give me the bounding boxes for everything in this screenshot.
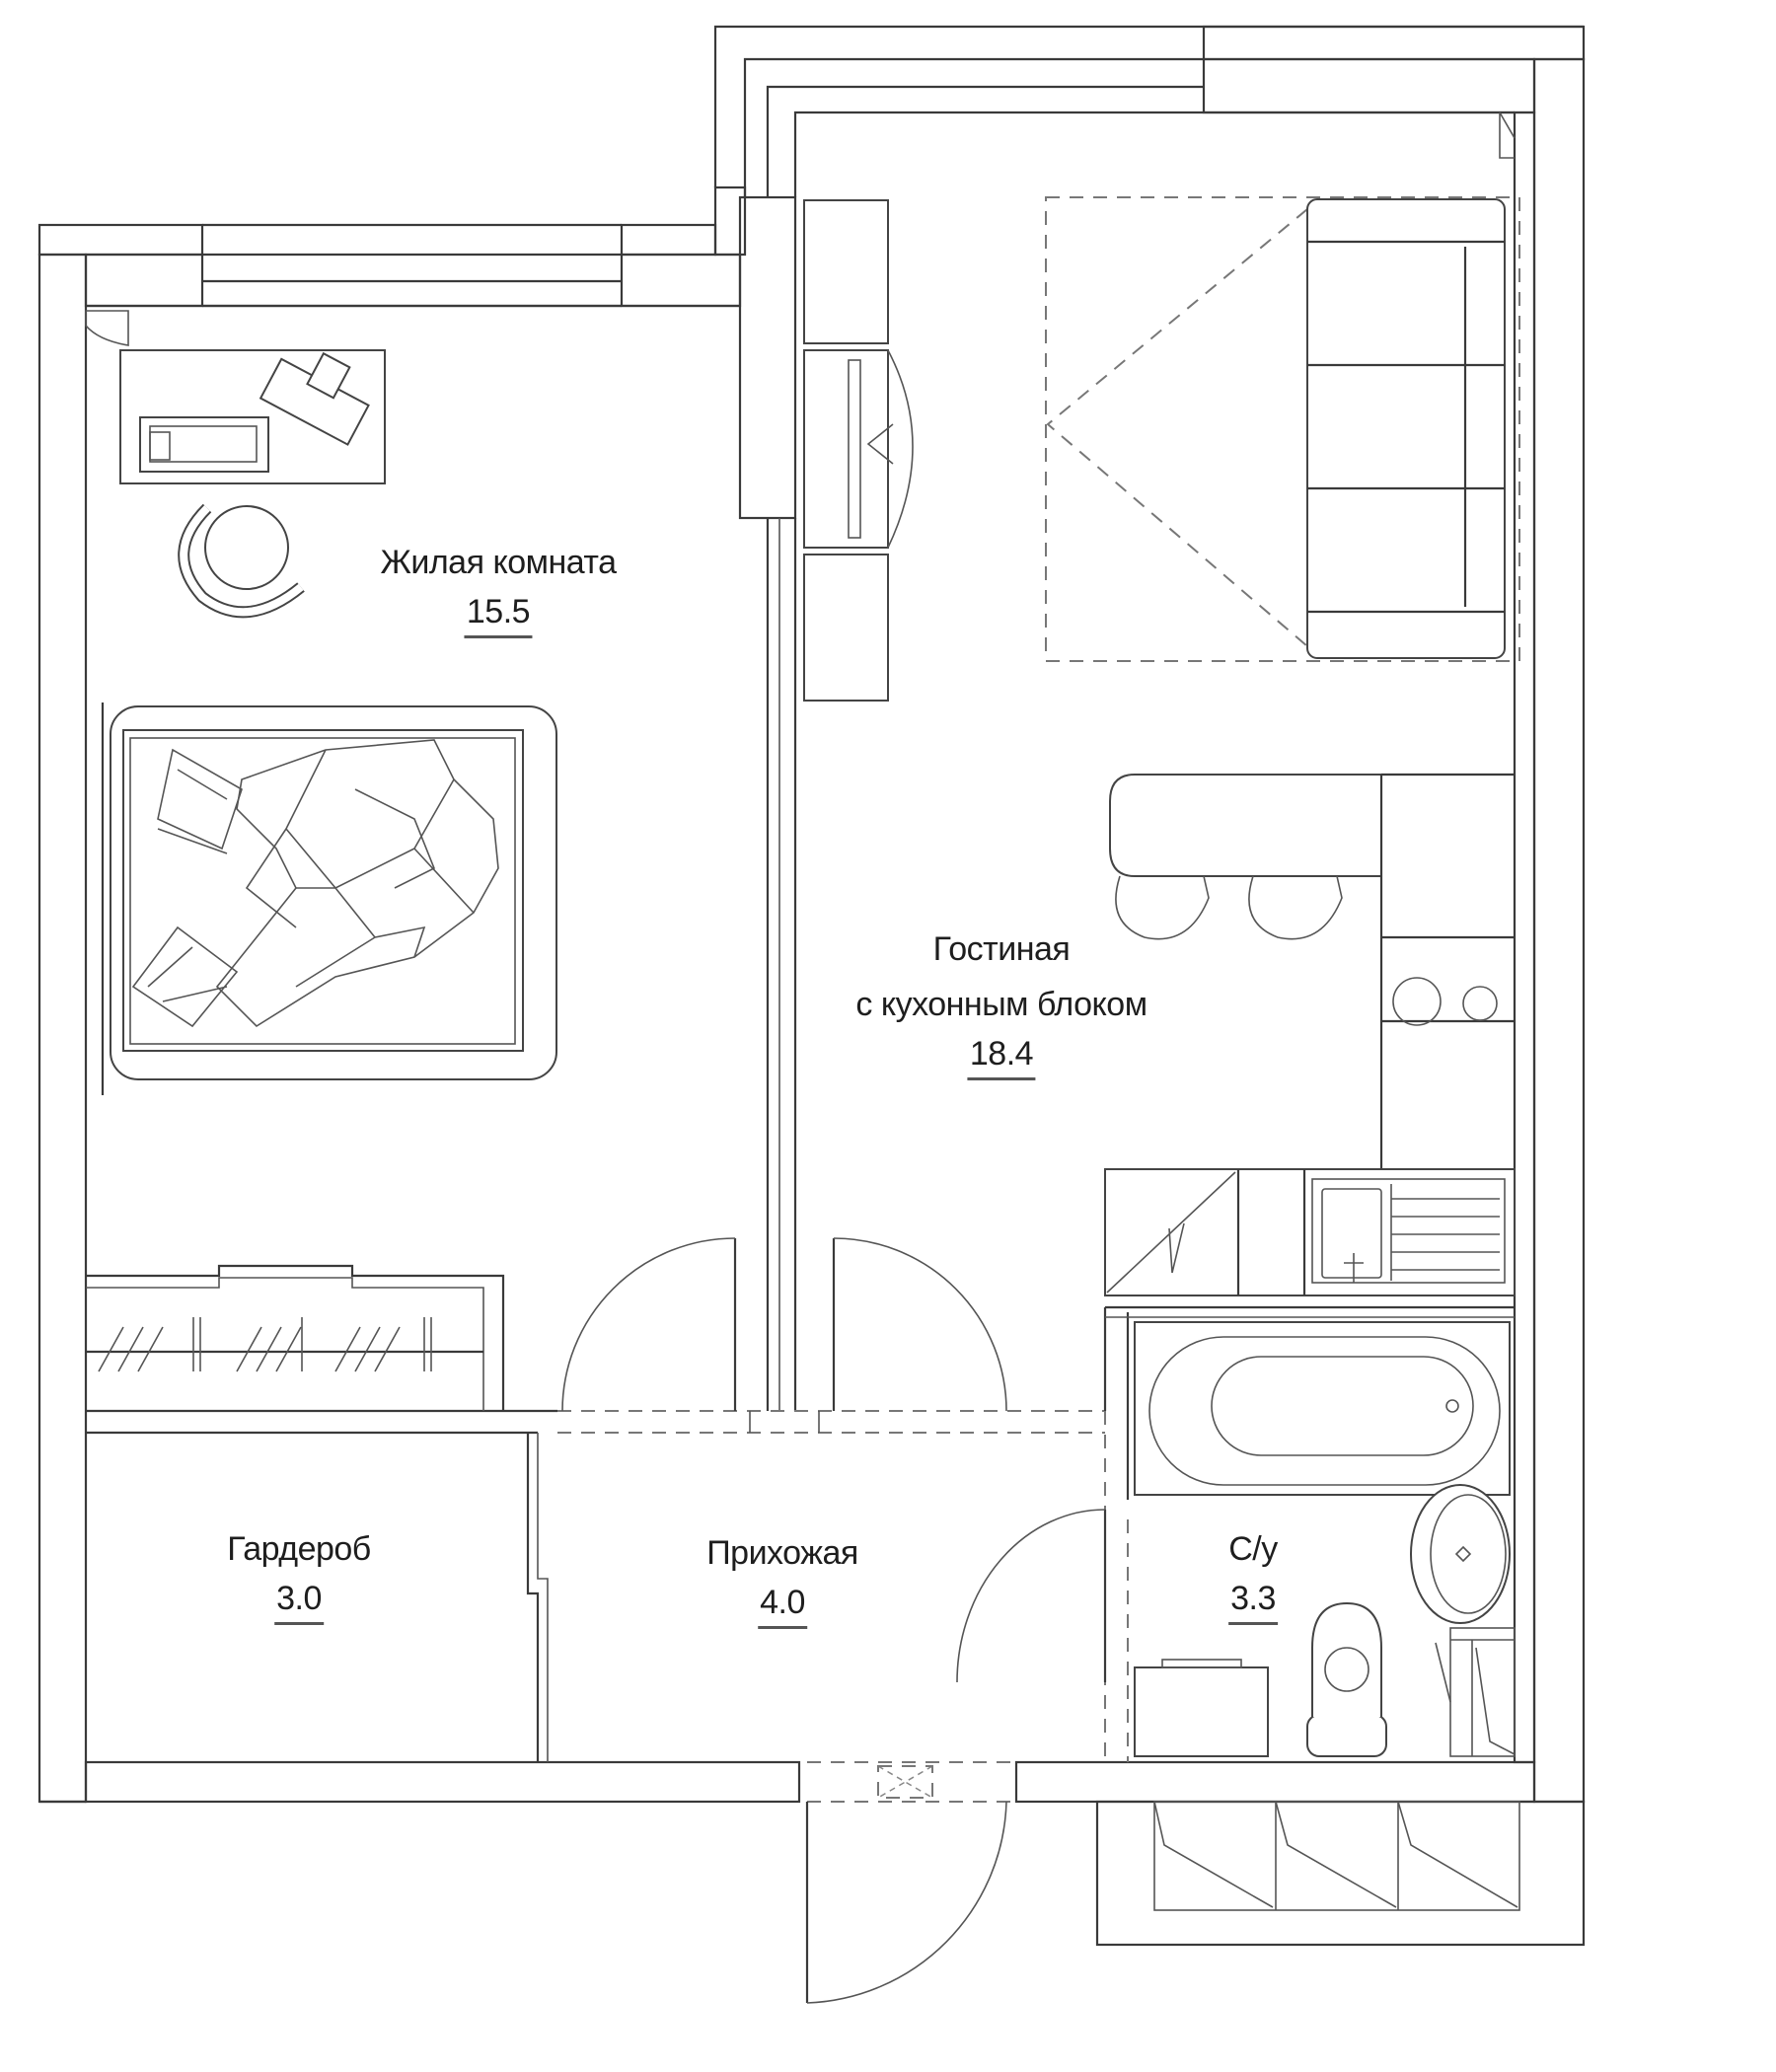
room-label-hallway: Прихожая 4.0 bbox=[706, 1531, 858, 1629]
interior-doors bbox=[561, 1237, 1107, 2004]
room-name: Прихожая bbox=[706, 1534, 858, 1572]
desk-chair bbox=[178, 503, 305, 619]
room-name-line1: Гостиная bbox=[932, 930, 1071, 968]
double-bed bbox=[101, 703, 557, 1095]
room-label-bathroom: С/у 3.3 bbox=[1228, 1527, 1278, 1625]
room-label-living-room: Жилая комната 15.5 bbox=[380, 541, 617, 638]
room-area: 18.4 bbox=[967, 1032, 1036, 1080]
room-area: 4.0 bbox=[758, 1581, 807, 1629]
toilet bbox=[1306, 1601, 1387, 1757]
cooktop bbox=[1392, 977, 1498, 1026]
washbasin bbox=[1410, 1484, 1511, 1624]
room-label-wardrobe: Гардероб 3.0 bbox=[227, 1527, 371, 1625]
room-label-kitchen-living: Гостиная с кухонным блоком 18.4 bbox=[855, 927, 1147, 1080]
room-area: 15.5 bbox=[464, 590, 533, 638]
wardrobe-closet bbox=[86, 1264, 505, 1411]
bar-stools bbox=[1115, 875, 1343, 940]
room-name-line2: с кухонным блоком bbox=[855, 986, 1147, 1023]
tv-viewing-zone bbox=[1045, 196, 1520, 662]
window-living-room bbox=[202, 223, 622, 308]
room-name: С/у bbox=[1228, 1530, 1278, 1568]
room-name: Гардероб bbox=[227, 1530, 371, 1568]
kitchen-sink bbox=[1311, 1178, 1506, 1284]
kitchen-counter bbox=[1109, 773, 1515, 1169]
washing-machine bbox=[1134, 1659, 1269, 1757]
room-area: 3.3 bbox=[1228, 1577, 1278, 1625]
bathroom-cabinet bbox=[1435, 1627, 1516, 1757]
kitchen-lower-cabinets bbox=[1104, 1168, 1516, 1296]
desk bbox=[85, 310, 386, 484]
room-area: 3.0 bbox=[274, 1577, 324, 1625]
room-name: Жилая комната bbox=[380, 544, 617, 581]
entry-door bbox=[805, 1761, 1016, 2004]
exterior-walls bbox=[37, 25, 1586, 1804]
storage-below-bathroom bbox=[1095, 1800, 1586, 1947]
bathtub bbox=[1134, 1321, 1511, 1496]
tv-cabinet bbox=[803, 199, 914, 702]
sofa bbox=[1306, 198, 1506, 659]
